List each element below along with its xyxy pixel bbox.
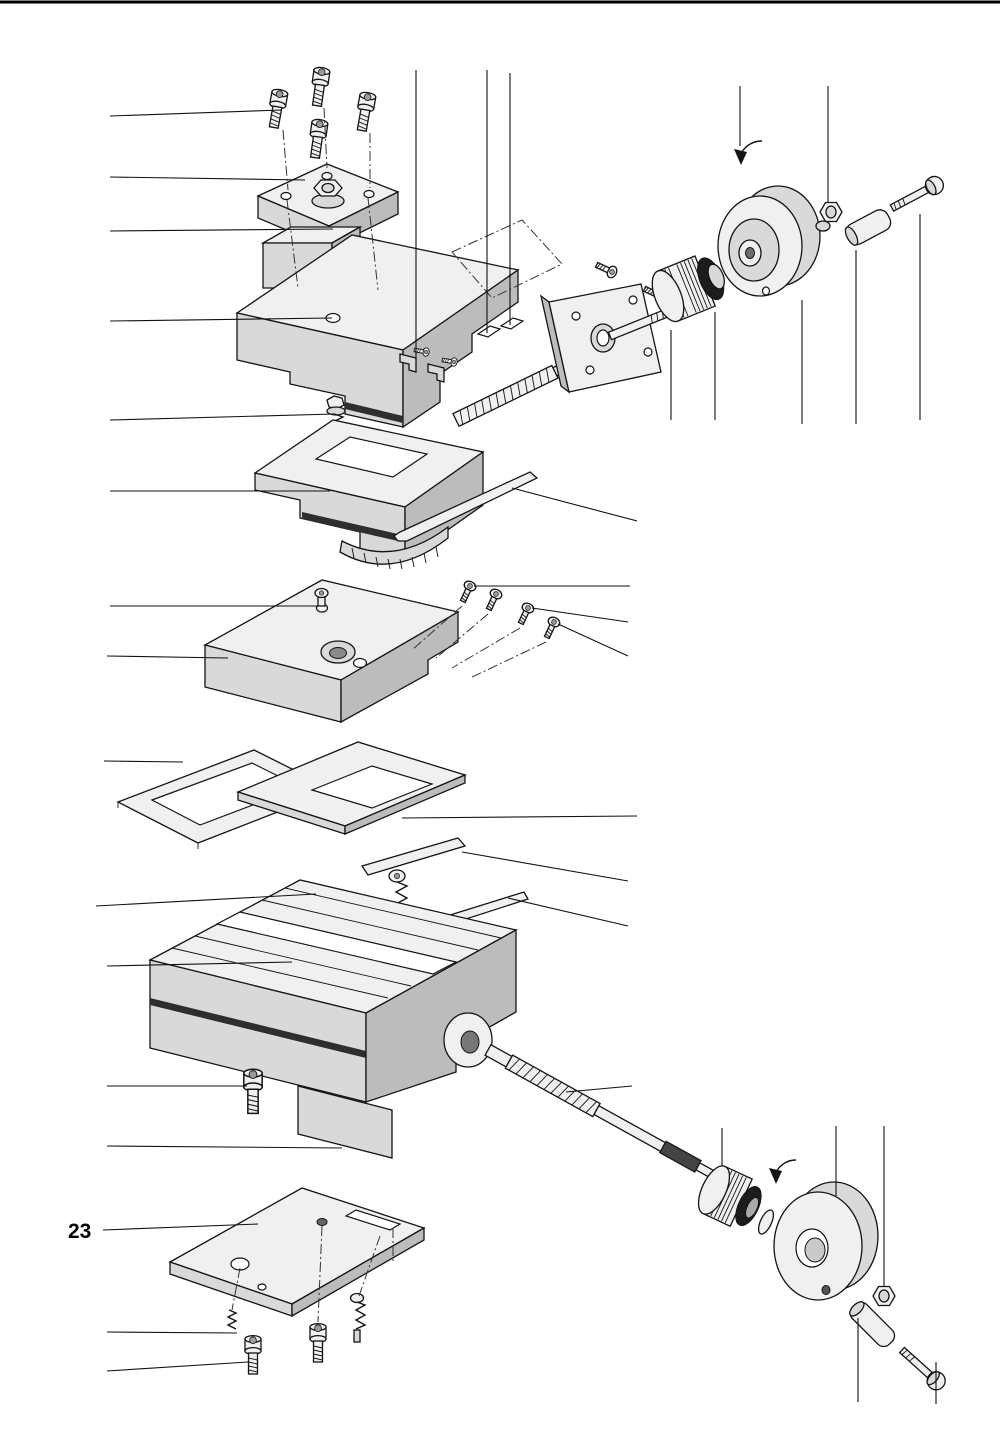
mount-screw-icon [540,614,562,641]
toolpost-cap-screws [265,65,377,160]
mount-screw-icon [482,586,504,613]
construction-lines [231,107,563,1323]
cross-slide-plate [203,579,460,724]
gib-strip [393,471,539,542]
handle-screw [898,1346,946,1391]
base-plate-fasteners [226,1292,367,1375]
handle-nut [815,201,843,232]
cap-screw-icon [306,117,329,160]
cap-screw-icon [265,87,289,130]
bracket-screw-icon [593,258,620,280]
base-plate [168,1187,426,1318]
cap-screw-icon [308,65,331,108]
handle-nut [872,1285,896,1307]
base-screw-icon [244,1334,262,1375]
lock-screw-icon [243,1068,263,1115]
graduated-dial [651,255,725,323]
bottom-handwheel [773,1181,879,1301]
handle-grip [844,209,892,246]
rotation-arrow-icon [769,1159,797,1184]
spring-icon [226,1309,238,1330]
mount-screw-icon [514,600,536,627]
compound-slide-block [235,234,525,429]
knurled-bearing [697,1165,762,1228]
leadscrew-bracket [539,258,668,394]
slide-base-block [148,879,518,1159]
shim-plate-solid [236,741,467,835]
set-screw-spring [349,1292,367,1343]
base-screw-icon [309,1322,327,1363]
handle-screw [889,175,945,212]
plate-lock-screw [314,587,329,607]
rotation-arrow-icon [734,140,763,165]
part-label-23: 23 [68,1220,91,1243]
wedge-strip-upper [360,837,467,876]
bottom-leadscrew [484,1043,715,1179]
gib-clamp-clips [399,345,459,383]
cap-screw-icon [353,90,377,133]
handle-grip [849,1301,896,1348]
top-handwheel [717,185,821,297]
leader-lines [95,70,937,1404]
swivel-slide-block [253,419,485,570]
mount-screw-icon [456,578,478,605]
leadscrew-washer [757,1209,775,1235]
